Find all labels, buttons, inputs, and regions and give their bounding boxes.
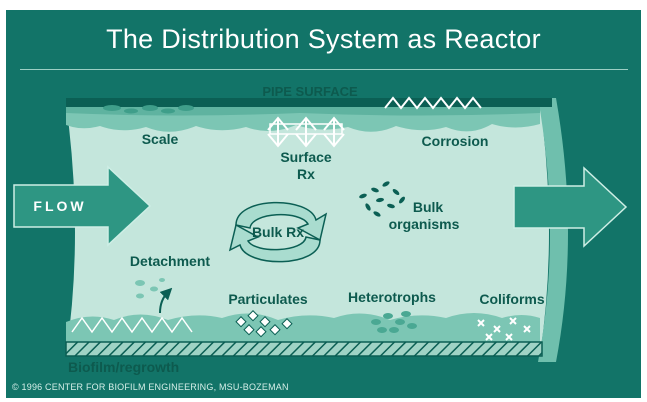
surface-rx-arrows (267, 116, 345, 148)
flow-label: FLOW (33, 198, 86, 214)
pipe-end-outer (538, 98, 568, 362)
title-divider (20, 69, 628, 70)
heterotroph-cluster (371, 311, 417, 333)
detachment-arrow (159, 287, 173, 314)
bulk-rx-cycle-icon (228, 201, 328, 263)
particulates-label: Particulates (228, 291, 308, 307)
coliform-marks (477, 317, 531, 341)
detached-particles (135, 278, 165, 299)
coliforms-label: Coliforms (479, 291, 545, 307)
bulk-rx-label: Bulk Rx (252, 224, 304, 240)
copyright-footer: © 1996 CENTER FOR BIOFILM ENGINEERING, M… (12, 382, 289, 392)
pipe-bottom-wall (65, 341, 543, 357)
detachment-label: Detachment (130, 253, 210, 269)
particulate-deposits (235, 310, 293, 338)
surface-rx-label-line2: Rx (297, 166, 315, 182)
heterotrophs-label: Heterotrophs (348, 289, 436, 305)
corrosion-zigzag (384, 96, 482, 110)
scale-label: Scale (142, 131, 179, 147)
flow-out-arrow (513, 166, 628, 248)
pipe-surface-label: PIPE SURFACE (262, 84, 358, 99)
scale-deposits (103, 105, 194, 114)
biofilm-regrowth-label: Biofilm/regrowth (68, 359, 179, 375)
bulk-organisms-label: Bulk (413, 199, 444, 215)
surface-rx-label: Surface (280, 149, 332, 165)
biofilm-layer (66, 313, 540, 342)
flow-in-arrow (13, 165, 152, 247)
slide-title: The Distribution System as Reactor (106, 24, 541, 54)
biofilm-zigzag (71, 316, 193, 334)
corrosion-label: Corrosion (422, 133, 489, 149)
bulk-organisms-icon (359, 181, 405, 217)
pipe-top-wall (66, 98, 552, 107)
bulk-organisms-label-line2: organisms (389, 216, 460, 232)
